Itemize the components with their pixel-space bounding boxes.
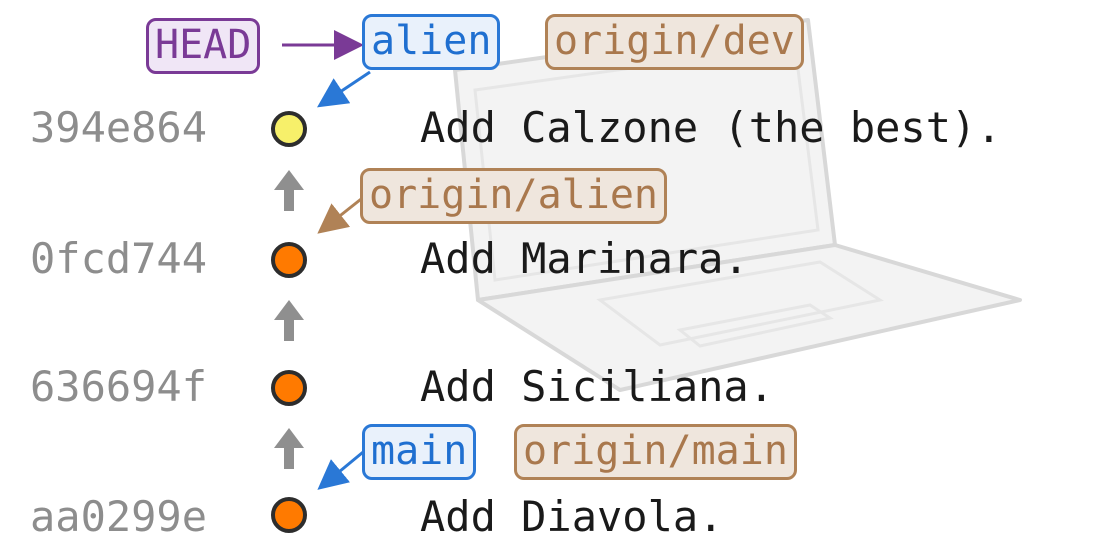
- head-label: HEAD: [146, 18, 261, 74]
- parent-arrow: [274, 170, 304, 211]
- commit-hash: 394e864: [30, 103, 208, 152]
- commit-node: [271, 242, 307, 278]
- alien-to-commit-arrow: [317, 70, 371, 108]
- commit-node: [271, 370, 307, 406]
- commit-message: Add Calzone (the best).: [420, 103, 1002, 152]
- remote-label-origin-dev: origin/dev: [545, 14, 804, 70]
- branch-label-alien: alien: [362, 14, 501, 70]
- parent-arrows: [274, 170, 304, 469]
- commit-message: Add Marinara.: [420, 234, 749, 283]
- parent-arrow: [274, 428, 304, 469]
- commit-message: Add Diavola.: [420, 492, 724, 541]
- branch-label-main: main: [362, 424, 477, 480]
- remote-label-origin-main: origin/main: [514, 424, 797, 480]
- remote-label-origin-alien: origin/alien: [360, 168, 667, 224]
- commit-node: [271, 497, 307, 533]
- parent-arrow: [274, 300, 304, 341]
- commit-node: [271, 111, 307, 147]
- commit-message: Add Siciliana.: [420, 362, 775, 411]
- commit-hash: 0fcd744: [30, 234, 208, 283]
- commit-hash: aa0299e: [30, 492, 208, 541]
- main-to-commit-arrow: [317, 446, 369, 490]
- commit-hash: 636694f: [30, 362, 208, 411]
